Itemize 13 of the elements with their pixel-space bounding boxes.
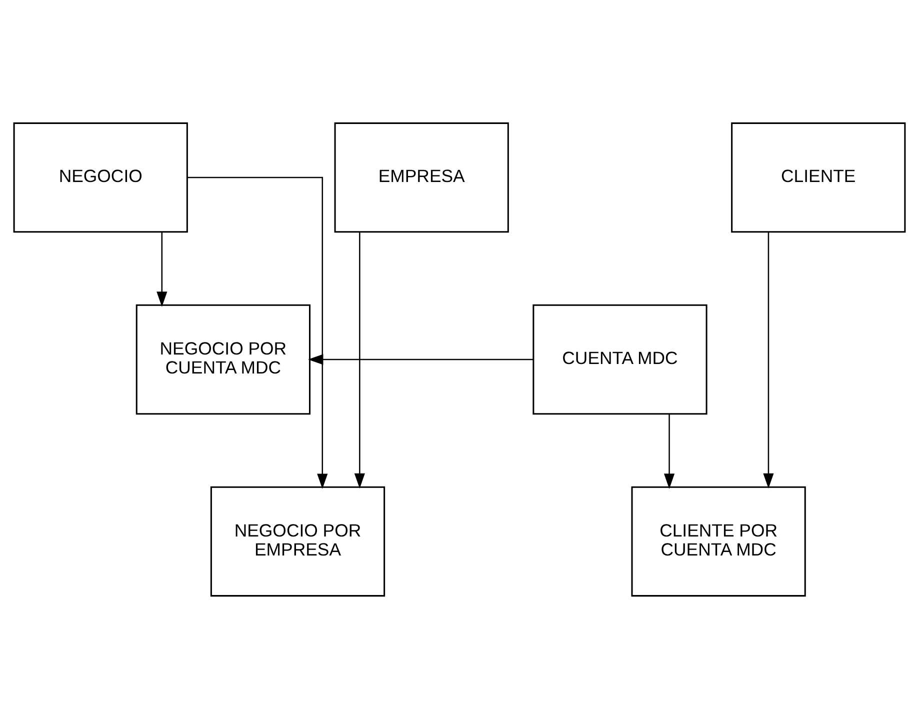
node-box: CUENTA MDC — [532, 304, 707, 414]
arrow — [354, 232, 364, 488]
arrow — [186, 176, 328, 488]
arrow — [156, 232, 167, 306]
arrow — [663, 414, 674, 488]
node-box: NEGOCIO POR EMPRESA — [210, 486, 385, 596]
node-box: CLIENTE — [730, 122, 906, 232]
node-box: EMPRESA — [334, 122, 508, 232]
node-box: NEGOCIO POR CUENTA MDC — [135, 304, 310, 414]
arrow — [762, 232, 774, 488]
node-box: NEGOCIO — [12, 122, 188, 232]
node-box: CLIENTE POR CUENTA MDC — [630, 486, 806, 596]
arrow — [308, 354, 533, 364]
